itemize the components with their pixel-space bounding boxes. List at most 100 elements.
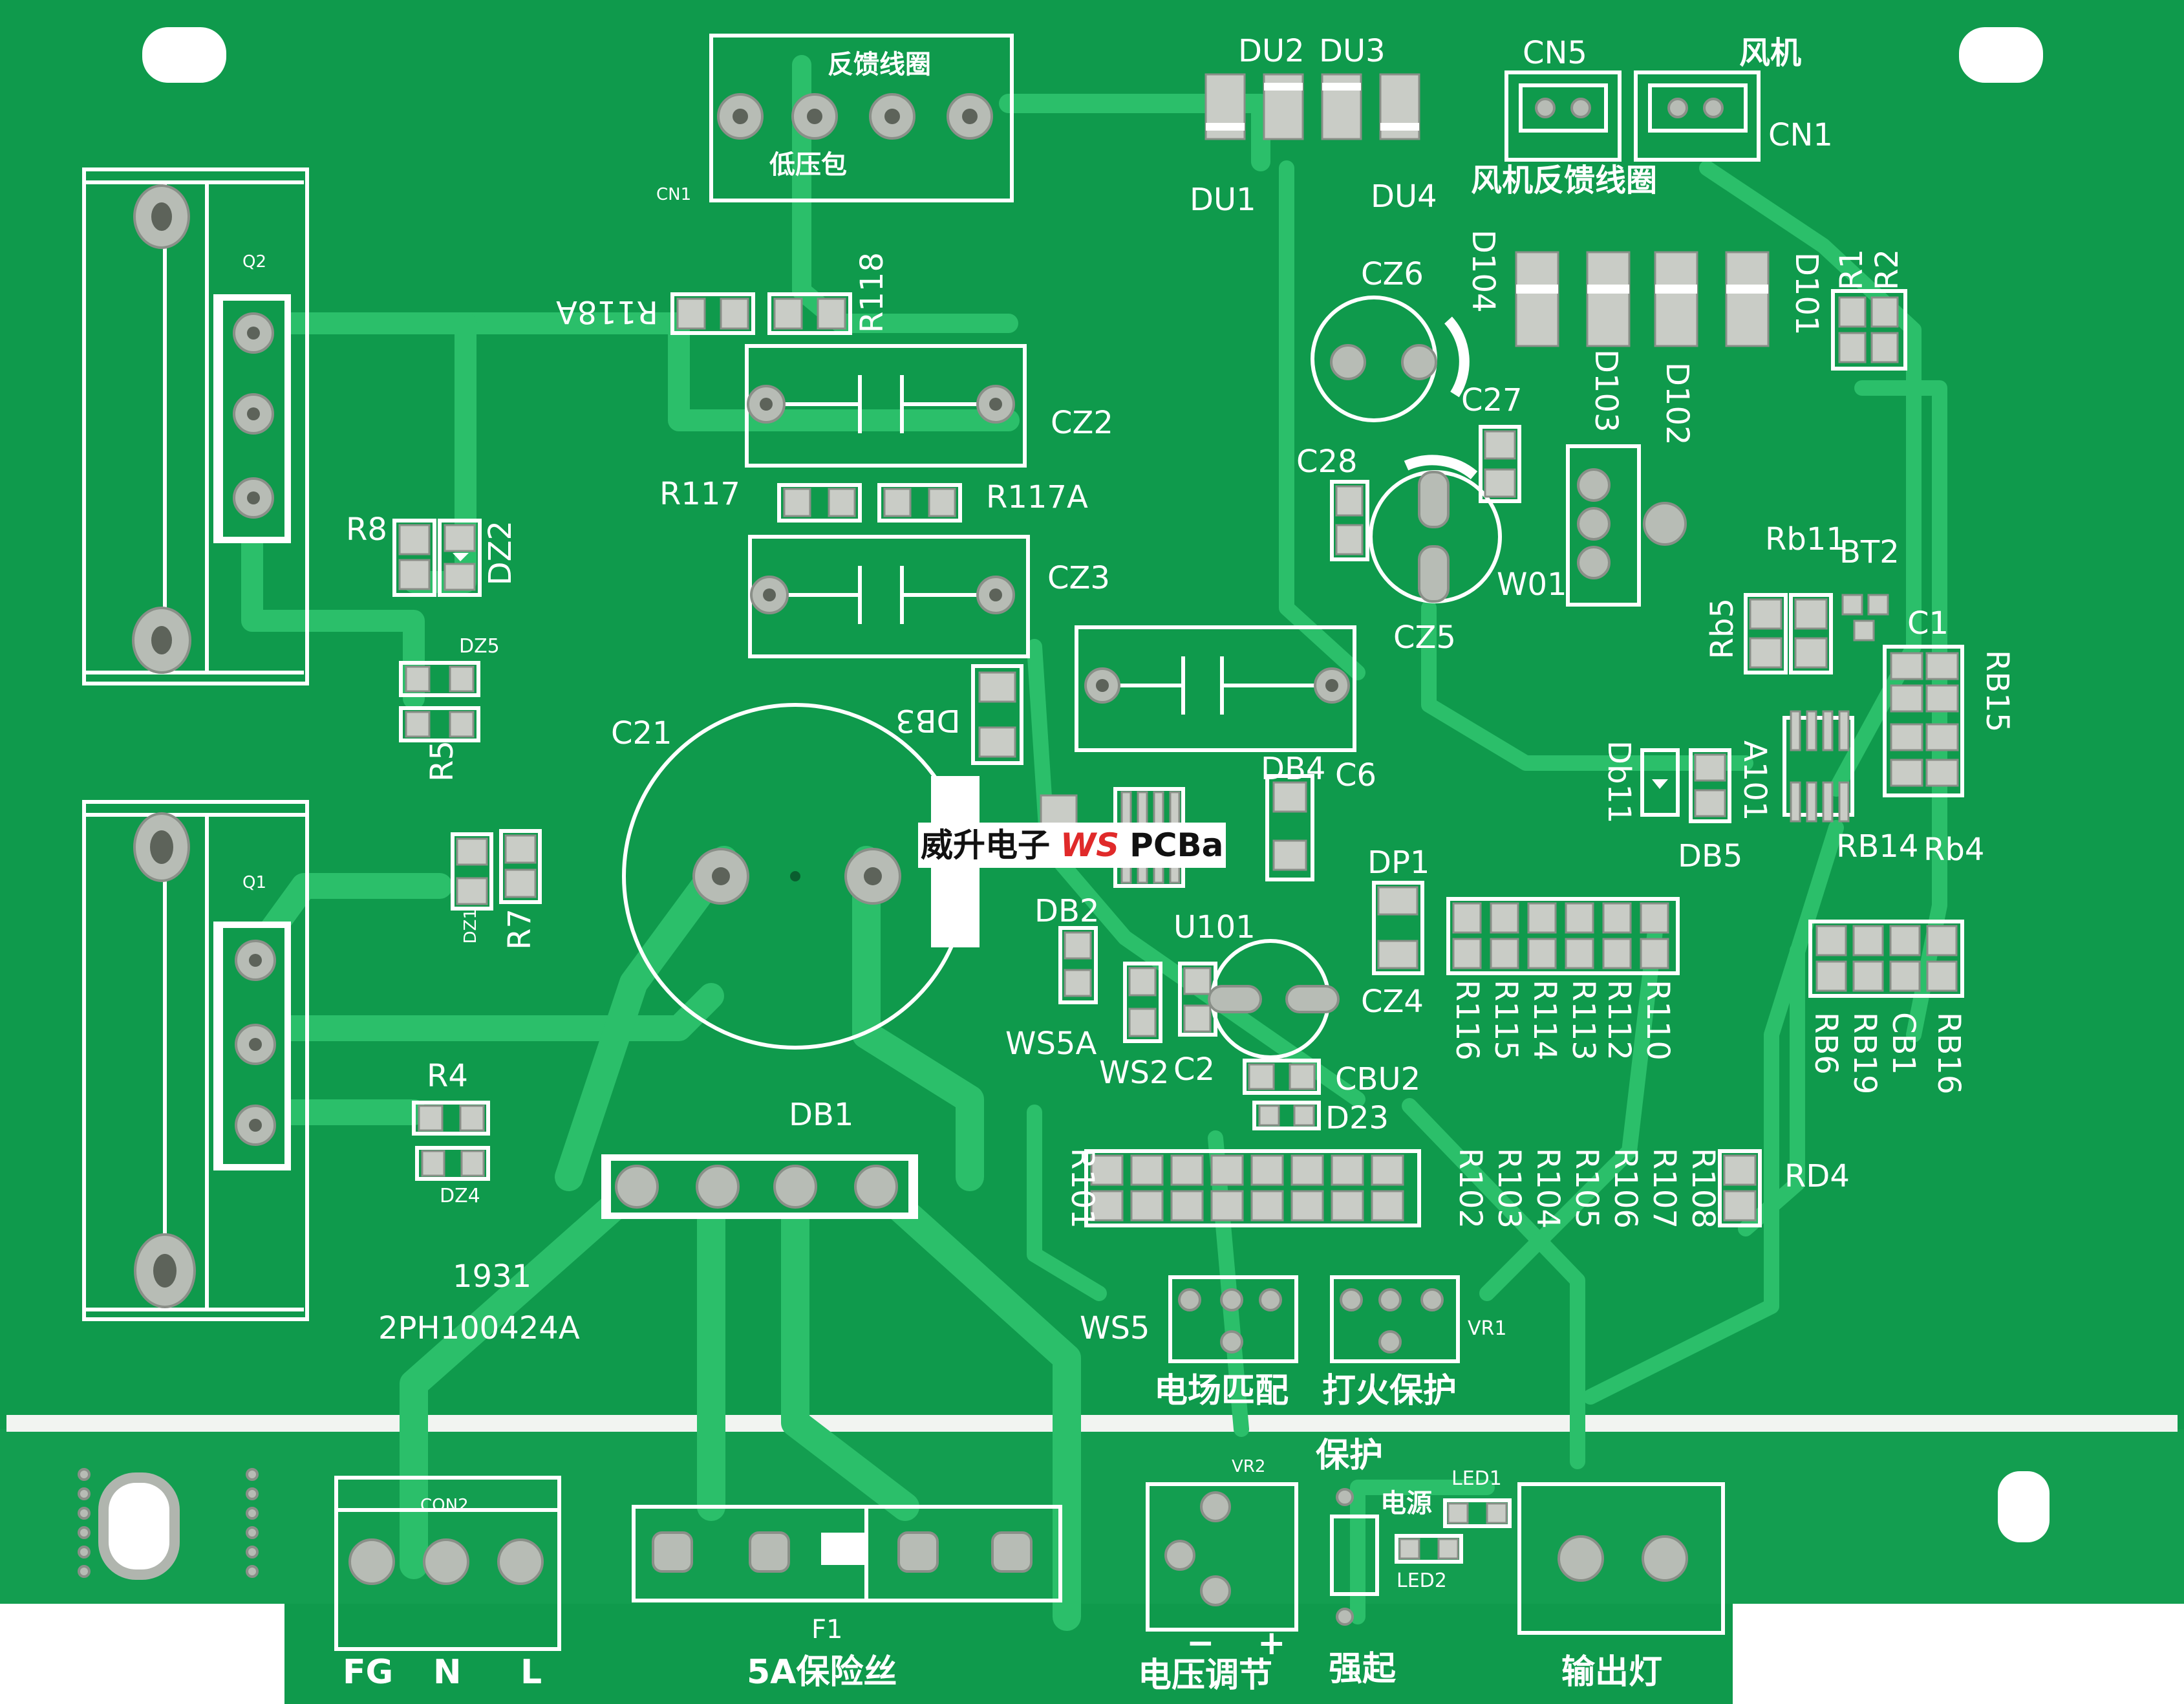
label-ws2: WS2 xyxy=(1099,1055,1170,1091)
transistor-q1 xyxy=(213,922,291,1170)
label-r118a: R118A xyxy=(556,294,658,330)
label-fan: 风机 xyxy=(1739,35,1802,71)
label-feedback-coil: 反馈线圈 xyxy=(828,50,931,80)
label-output-lamp: 输出灯 xyxy=(1561,1653,1663,1692)
label-force-start: 强起 xyxy=(1329,1650,1397,1688)
label-q1: Q1 xyxy=(242,873,267,892)
label-d101: D101 xyxy=(1788,252,1825,336)
du-diodes xyxy=(1204,73,1420,140)
label-rb11: Rb11 xyxy=(1765,521,1846,557)
mount-hole-br xyxy=(1998,1471,2050,1542)
label-du2: DU2 xyxy=(1238,33,1305,69)
label-fuse: 5A保险丝 xyxy=(747,1653,897,1692)
label-db3: DB3 xyxy=(895,702,961,739)
label-vr2: VR2 xyxy=(1232,1457,1266,1476)
bridge-db1 xyxy=(601,1154,918,1219)
label-r114: R114 xyxy=(1526,980,1563,1061)
label-r102: R102 xyxy=(1452,1148,1488,1229)
label-rb15: RB15 xyxy=(1979,650,2015,733)
label-spark-protect: 打火保护 xyxy=(1322,1372,1457,1410)
label-d102: D102 xyxy=(1659,362,1695,446)
label-r118: R118 xyxy=(854,252,890,333)
smd-left-group xyxy=(392,519,542,1181)
label-led1: LED1 xyxy=(1451,1467,1502,1490)
label-c1: C1 xyxy=(1907,605,1949,642)
pad-block-left xyxy=(78,1468,259,1578)
label-r103: R103 xyxy=(1491,1148,1527,1229)
label-db4: DB4 xyxy=(1261,751,1326,787)
label-n: N xyxy=(433,1653,462,1692)
label-vr1: VR1 xyxy=(1468,1317,1507,1340)
label-ws5: WS5 xyxy=(1080,1310,1150,1346)
connector-2vrb xyxy=(1517,1482,1725,1635)
label-f1: F1 xyxy=(811,1615,843,1645)
transistor-q2 xyxy=(213,294,291,543)
label-c21: C21 xyxy=(611,715,672,751)
smd-rb-group xyxy=(1808,920,1964,998)
label-r112: R112 xyxy=(1601,980,1637,1061)
label-rb16: RB16 xyxy=(1931,1012,1967,1095)
label-cbu2: CBU2 xyxy=(1335,1061,1421,1097)
d-diodes xyxy=(1515,251,1770,347)
capacitor-cz4 xyxy=(1208,939,1340,1059)
label-db2: DB2 xyxy=(1034,893,1100,929)
connector-con2 xyxy=(334,1476,561,1651)
label-dz1: DZ1 xyxy=(461,909,480,944)
mount-hole-tr xyxy=(1959,27,2043,83)
pot-ws5 xyxy=(1168,1275,1298,1363)
label-r7: R7 xyxy=(502,909,538,950)
smd-db-group xyxy=(1040,774,1314,1043)
capacitor-cz2 xyxy=(745,344,1027,468)
watermark: 威升电子 WS PCBa xyxy=(918,823,1226,868)
label-ws5a: WS5A xyxy=(1005,1026,1097,1062)
label-r4: R4 xyxy=(427,1058,468,1094)
label-voltage-adjust: 电压调节 xyxy=(1138,1656,1273,1695)
label-rb5: Rb5 xyxy=(1704,598,1740,660)
label-r8: R8 xyxy=(346,512,387,548)
label-du1: DU1 xyxy=(1190,182,1256,218)
label-rb14: RB14 xyxy=(1836,828,1919,865)
label-r105: R105 xyxy=(1568,1148,1605,1229)
label-field-match: 电场匹配 xyxy=(1154,1372,1289,1410)
label-led2: LED2 xyxy=(1397,1569,1447,1592)
resistors-r1-r2 xyxy=(1831,289,1907,371)
copper-traces xyxy=(239,55,1947,1631)
label-rb19: RB19 xyxy=(1847,1012,1883,1095)
label-r117a: R117A xyxy=(986,479,1088,515)
label-cb1: CB1 xyxy=(1885,1012,1922,1075)
watermark-ws: WS xyxy=(1060,826,1120,864)
connector-fan xyxy=(1634,70,1761,162)
watermark-pcba: PCBa xyxy=(1129,826,1224,864)
label-dz5: DZ5 xyxy=(459,635,500,658)
label-c28: C28 xyxy=(1296,444,1358,480)
connector-cn5 xyxy=(1504,70,1622,162)
label-cz6: CZ6 xyxy=(1361,256,1424,292)
label-l: L xyxy=(520,1653,542,1692)
label-con2: CON2 xyxy=(420,1496,469,1515)
label-r1: R1 xyxy=(1834,249,1870,290)
label-r116: R116 xyxy=(1449,980,1485,1061)
connector-cn1-top xyxy=(709,34,1014,202)
capacitor-cz5 xyxy=(1369,455,1502,603)
label-bt2: BT2 xyxy=(1839,534,1900,570)
label-r115: R115 xyxy=(1488,980,1524,1061)
label-r106: R106 xyxy=(1607,1148,1643,1229)
label-c2: C2 xyxy=(1173,1052,1215,1088)
pot-vr2 xyxy=(1146,1482,1298,1632)
pot-vr1 xyxy=(1330,1275,1460,1363)
label-q2: Q2 xyxy=(242,252,267,272)
diode-db3 xyxy=(971,664,1023,765)
heatsink-q2 xyxy=(82,167,309,685)
label-db1: DB1 xyxy=(789,1097,854,1133)
label-low-voltage-pack: 低压包 xyxy=(769,150,847,180)
label-u101: U101 xyxy=(1173,909,1256,945)
smd-resistors-top xyxy=(670,292,962,523)
label-protect: 保护 xyxy=(1316,1436,1384,1475)
watermark-cn: 威升电子 xyxy=(921,826,1050,864)
capacitor-c6 xyxy=(1075,625,1356,752)
label-fg: FG xyxy=(343,1653,394,1692)
label-code-2ph: 2PH100424A xyxy=(378,1310,580,1346)
label-a101: A101 xyxy=(1737,740,1773,821)
mount-hole-bl xyxy=(98,1472,180,1580)
label-r2: R2 xyxy=(1869,249,1905,290)
